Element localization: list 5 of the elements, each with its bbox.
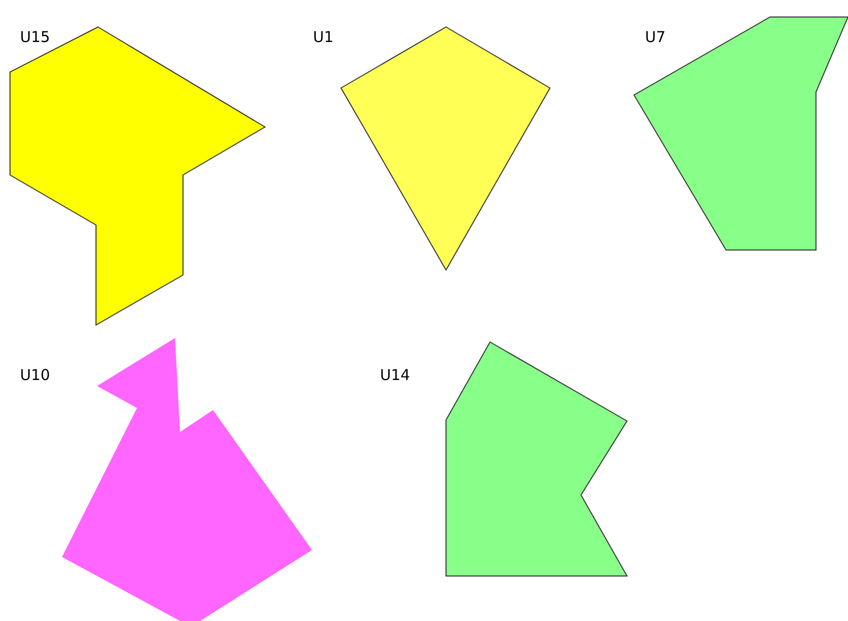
shape-label: U15 bbox=[20, 28, 50, 46]
shape-label: U7 bbox=[645, 28, 666, 46]
shape-label: U10 bbox=[20, 366, 50, 384]
shape-label: U14 bbox=[380, 366, 410, 384]
shape-label: U1 bbox=[313, 28, 334, 46]
